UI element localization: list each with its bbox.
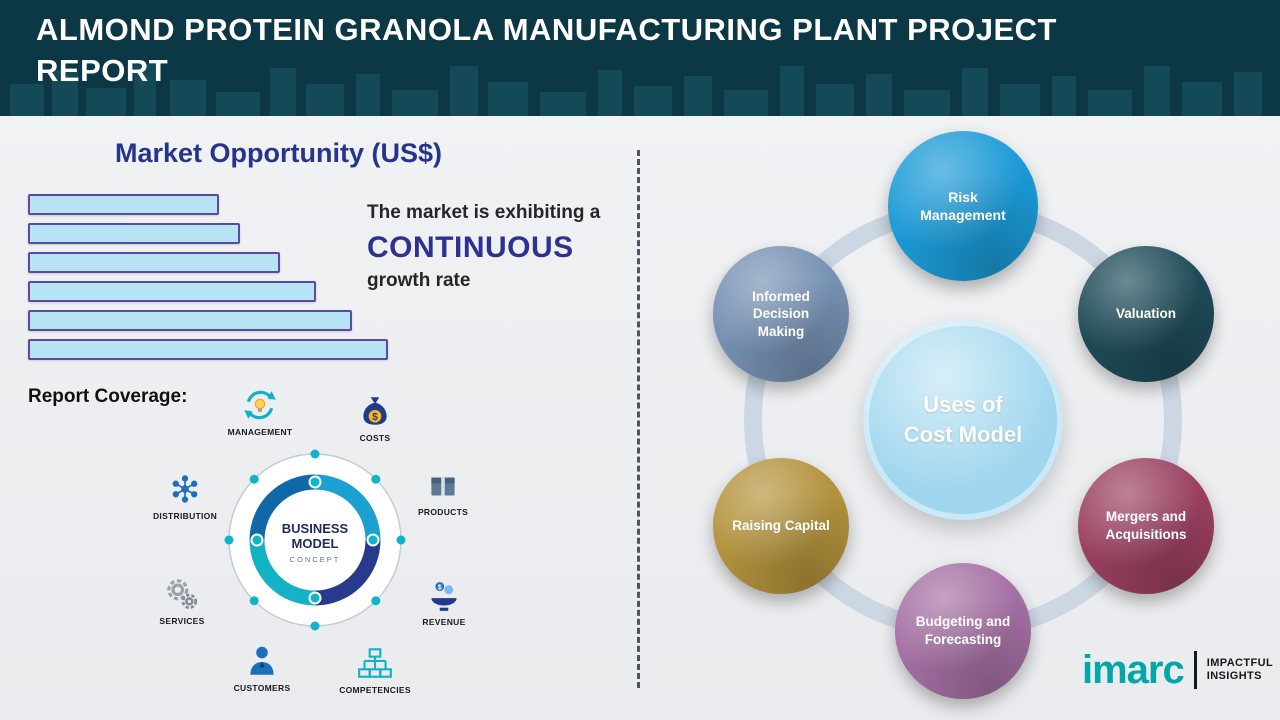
coverage-item-services: SERVICES [137, 575, 227, 626]
bar-chart [28, 194, 388, 368]
report-coverage-label: Report Coverage: [28, 386, 188, 407]
coverage-item-costs: $ COSTS [330, 392, 420, 443]
market-bar [28, 194, 219, 215]
cost-model-item-risk-management: Risk Management [888, 131, 1038, 281]
cost-model-item-label: Informed Decision Making [752, 288, 810, 339]
coverage-item-label: PRODUCTS [417, 507, 469, 517]
market-bar [28, 223, 241, 244]
growth-line1: The market is exhibiting a [367, 202, 601, 223]
coverage-item-revenue: $ REVENUE [399, 576, 489, 627]
distribution-icon [172, 475, 198, 503]
coverage-item-distribution: DISTRIBUTION [140, 470, 230, 521]
cost-model-center-line1: Uses of [923, 392, 1003, 418]
services-icon [167, 579, 198, 610]
report-title: ALMOND PROTEIN GRANOLA MANUFACTURING PLA… [36, 12, 1057, 88]
revenue-icon: $ [431, 582, 457, 611]
coverage-item-label: SERVICES [159, 616, 205, 626]
market-bar [28, 310, 352, 331]
imarc-brand-text: imarc [1082, 648, 1185, 692]
svg-text:$: $ [372, 412, 378, 423]
business-model-diagram: BUSINESS MODEL CONCEPT MANAGEMENT $ COST… [130, 382, 510, 712]
cost-model-item-label: Raising Capital [732, 518, 830, 534]
growth-line2: growth rate [367, 270, 471, 291]
market-opportunity-title: Market Opportunity (US$) [115, 138, 443, 168]
coverage-item-competencies: COMPETENCIES [330, 644, 420, 695]
cost-model-item-mergers-acquisitions: Mergers and Acquisitions [1078, 458, 1214, 594]
header-banner: ALMOND PROTEIN GRANOLA MANUFACTURING PLA… [0, 0, 1280, 116]
competencies-icon [358, 648, 392, 678]
imarc-logo: imarc IMPACTFUL INSIGHTS [1082, 650, 1273, 690]
cost-model-center: Uses of Cost Model [863, 320, 1063, 520]
cost-model-item-budgeting-forecasting: Budgeting and Forecasting [895, 563, 1031, 699]
logo-divider [1193, 651, 1197, 689]
business-model-wheel: BUSINESS MODEL CONCEPT [224, 449, 406, 631]
coverage-item-label: DISTRIBUTION [152, 511, 218, 521]
costs-icon: $ [363, 397, 387, 425]
market-bar [28, 252, 280, 273]
logo-tagline-line1: IMPACTFUL [1206, 656, 1274, 669]
cost-model-item-valuation: Valuation [1078, 246, 1214, 382]
wheel-center-line1: BUSINESS [282, 521, 349, 536]
svg-text:$: $ [438, 585, 442, 592]
coverage-item-label: MANAGEMENT [227, 427, 293, 437]
logo-tagline: IMPACTFUL INSIGHTS [1207, 657, 1273, 683]
cost-model-item-label: Budgeting and Forecasting [915, 614, 1011, 647]
coverage-item-customers: CUSTOMERS [217, 642, 307, 693]
growth-highlight: CONTINUOUS [367, 231, 574, 264]
coverage-item-products: PRODUCTS [398, 466, 488, 517]
cost-model-item-label: Risk Management [920, 188, 1006, 223]
coverage-item-management: MANAGEMENT [215, 386, 305, 437]
growth-text: The market is exhibiting a CONTINUOUS gr… [367, 202, 637, 292]
coverage-item-label: CUSTOMERS [233, 683, 291, 693]
cost-model-item-label: Valuation [1115, 306, 1176, 322]
cost-model-item-informed-decision-making: Informed Decision Making [713, 246, 849, 382]
cost-model-item-raising-capital: Raising Capital [713, 458, 849, 594]
coverage-item-label: COMPETENCIES [339, 685, 411, 695]
products-icon [431, 477, 455, 496]
cost-model-center-line2: Cost Model [903, 422, 1023, 447]
skyline-graphic [10, 64, 1262, 116]
market-bar [28, 339, 388, 360]
section-divider [637, 150, 640, 688]
market-bar [28, 281, 316, 302]
wheel-center-line2: MODEL [292, 536, 339, 551]
management-icon [244, 390, 276, 420]
coverage-item-label: REVENUE [422, 617, 466, 627]
logo-tagline-line2: INSIGHTS [1206, 670, 1262, 682]
coverage-item-label: COSTS [359, 433, 391, 443]
cost-model-diagram: Uses of Cost Model Risk Management Valua… [640, 115, 1280, 720]
cost-model-item-label: Mergers and Acquisitions [1105, 509, 1187, 542]
wheel-center-line3: CONCEPT [290, 555, 341, 564]
customers-icon [250, 646, 274, 675]
